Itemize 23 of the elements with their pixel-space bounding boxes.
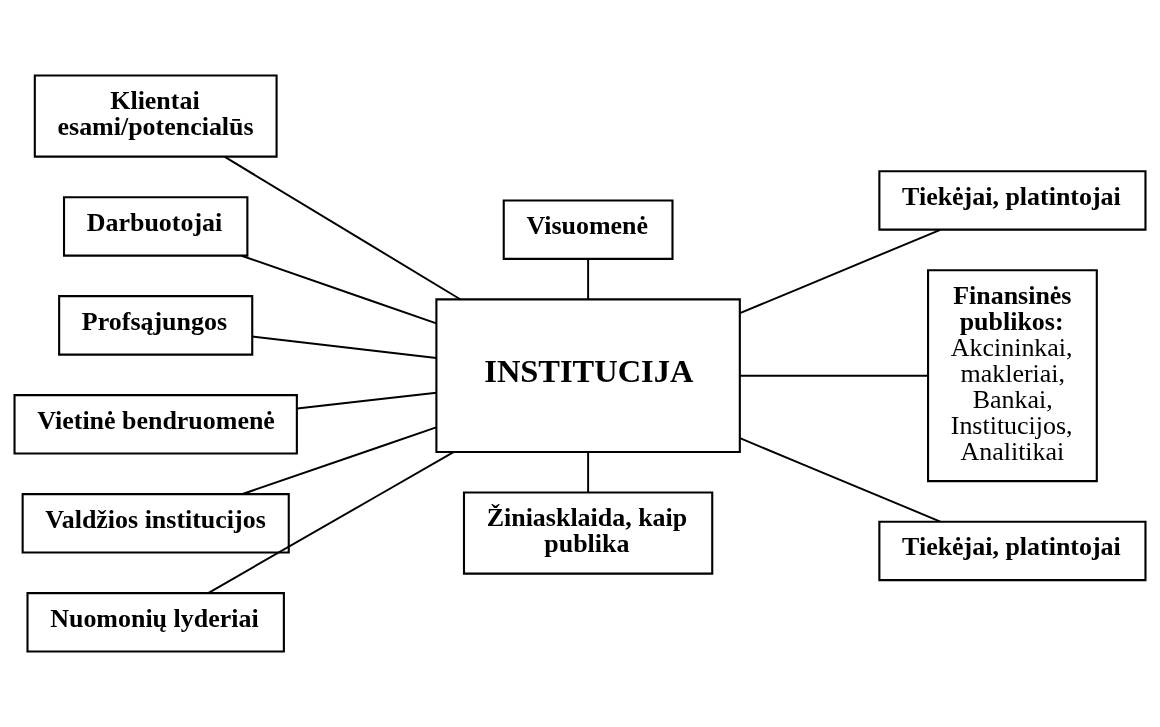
connector bbox=[223, 155, 462, 301]
node-box: Tiekėjai, platintojai bbox=[878, 170, 1147, 231]
connector bbox=[241, 426, 438, 495]
node-box: Valdžios institucijos bbox=[21, 493, 290, 554]
connector bbox=[240, 254, 438, 325]
connector bbox=[251, 335, 438, 360]
connector bbox=[296, 391, 438, 410]
node-box: Klientai esami/potencialūs bbox=[33, 74, 278, 158]
connector bbox=[207, 451, 455, 595]
node-box: Finansinės publikos: Akcininkai, makleriai, Bankai, Institucijos, Analitikai bbox=[927, 269, 1098, 483]
node-box: Vietinė bendruomenė bbox=[13, 394, 298, 455]
connector bbox=[587, 258, 590, 301]
connector bbox=[587, 451, 590, 494]
connector bbox=[739, 437, 942, 523]
node-box: Visuomenė bbox=[502, 199, 674, 260]
node-box: Darbuotojai bbox=[62, 196, 249, 257]
connector bbox=[739, 374, 929, 377]
node-box: Žiniasklaida, kaip publika bbox=[462, 491, 714, 575]
node-box: Profsąjungos bbox=[58, 295, 254, 356]
node-box: INSTITUCIJA bbox=[435, 298, 741, 453]
node-box: Nuomonių lyderiai bbox=[26, 592, 285, 653]
connector bbox=[739, 228, 942, 315]
node-box: Tiekėjai, platintojai bbox=[878, 520, 1147, 582]
